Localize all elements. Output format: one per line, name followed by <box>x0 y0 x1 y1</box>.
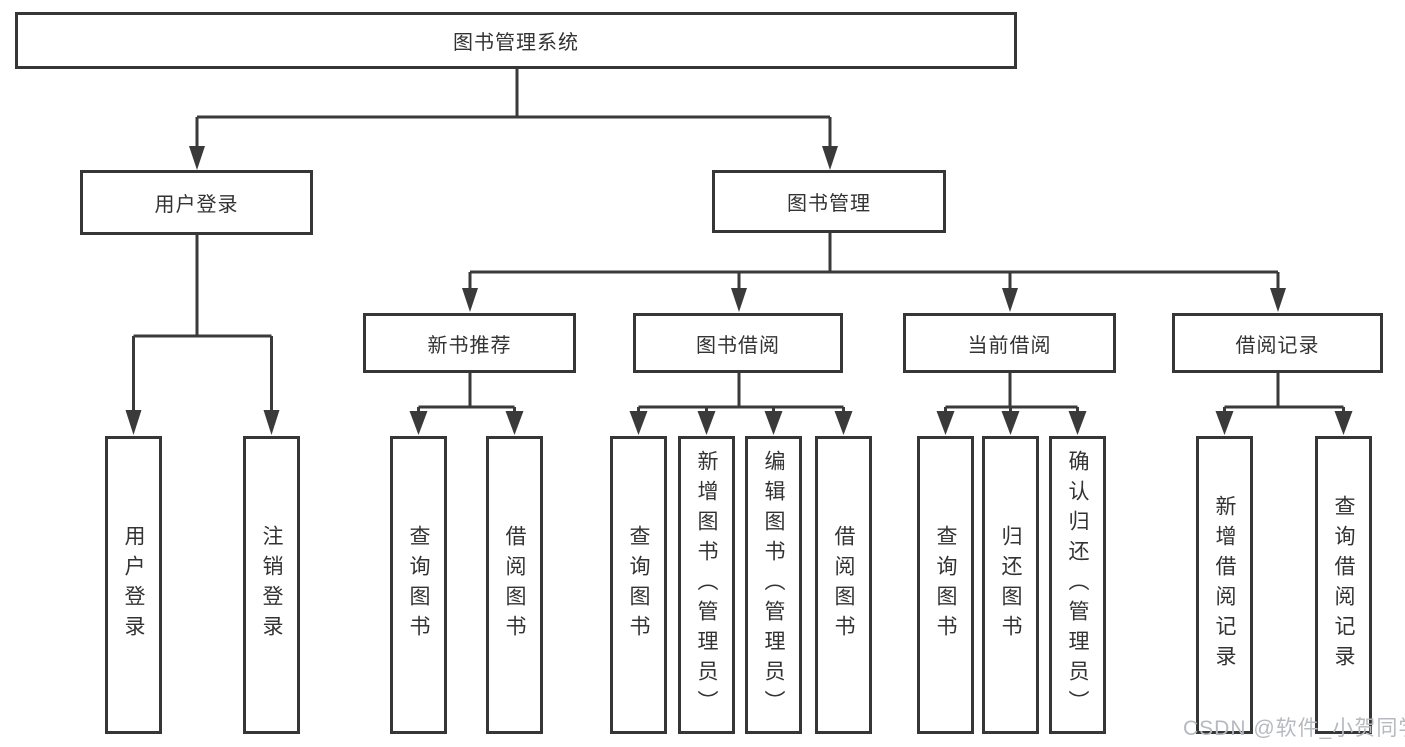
connector-book-borrowing-to-leaves <box>629 373 853 435</box>
node-book-borrowing: 图书借阅 <box>633 313 843 373</box>
node-label: 图书管理 <box>787 193 871 215</box>
leaf-label: 归还图书 <box>999 525 1022 645</box>
node-book-management-system: 图书管理系统 <box>15 12 1017 69</box>
leaf-borrow-books: 借阅图书 <box>486 436 543 734</box>
leaf-label: 查询借阅记录 <box>1332 495 1355 675</box>
leaf-confirm-return-admin: 确认归还（管理员） <box>1049 436 1106 734</box>
node-current-borrowing: 当前借阅 <box>903 313 1116 373</box>
node-user-login-branch: 用户登录 <box>80 170 313 235</box>
leaf-return-books: 归还图书 <box>982 436 1039 734</box>
leaf-query-borrow-record: 查询借阅记录 <box>1315 436 1372 734</box>
node-label: 图书管理系统 <box>453 32 579 54</box>
connector-borrowing-records-to-leaves <box>1215 373 1353 435</box>
leaf-query-books: 查询图书 <box>390 436 447 734</box>
node-label: 当前借阅 <box>967 334 1052 357</box>
leaf-label: 查询图书 <box>934 525 957 645</box>
leaf-query-books: 查询图书 <box>610 436 667 734</box>
node-label: 图书借阅 <box>696 334 780 357</box>
leaf-label: 编辑图书（管理员） <box>762 450 785 720</box>
connector-root-to-level2 <box>189 69 838 170</box>
leaf-label: 新增借阅记录 <box>1213 495 1236 675</box>
node-label: 借阅记录 <box>1235 334 1320 357</box>
leaf-label: 用户登录 <box>122 525 145 645</box>
leaf-logout: 注销登录 <box>243 436 300 734</box>
leaf-add-books-admin: 新增图书（管理员） <box>678 436 735 734</box>
leaf-label: 借阅图书 <box>832 525 855 645</box>
connector-new-book-recommend-to-leaves <box>409 373 524 435</box>
leaf-add-borrow-record: 新增借阅记录 <box>1196 436 1253 734</box>
node-new-book-recommend: 新书推荐 <box>363 313 576 373</box>
leaf-label: 新增图书（管理员） <box>695 450 718 720</box>
leaf-label: 查询图书 <box>407 525 430 645</box>
node-label: 用户登录 <box>154 194 239 216</box>
node-label: 新书推荐 <box>427 334 512 357</box>
leaf-label: 借阅图书 <box>503 525 526 645</box>
leaf-label: 确认归还（管理员） <box>1066 450 1089 720</box>
node-book-management-branch: 图书管理 <box>712 170 946 233</box>
csdn-watermark: CSDN @软件_小贺同学 <box>1183 717 1405 740</box>
leaf-user-login: 用户登录 <box>105 436 162 734</box>
connector-user-login-to-leaves <box>125 235 280 435</box>
leaf-query-books: 查询图书 <box>917 436 974 734</box>
connector-current-borrowing-to-leaves <box>936 373 1087 435</box>
leaf-borrow-books: 借阅图书 <box>815 436 872 734</box>
leaf-label: 注销登录 <box>260 525 283 645</box>
connector-book-management-to-groups <box>462 232 1286 312</box>
leaf-edit-books-admin: 编辑图书（管理员） <box>745 436 802 734</box>
leaf-label: 查询图书 <box>627 525 650 645</box>
node-borrowing-records: 借阅记录 <box>1172 313 1383 373</box>
